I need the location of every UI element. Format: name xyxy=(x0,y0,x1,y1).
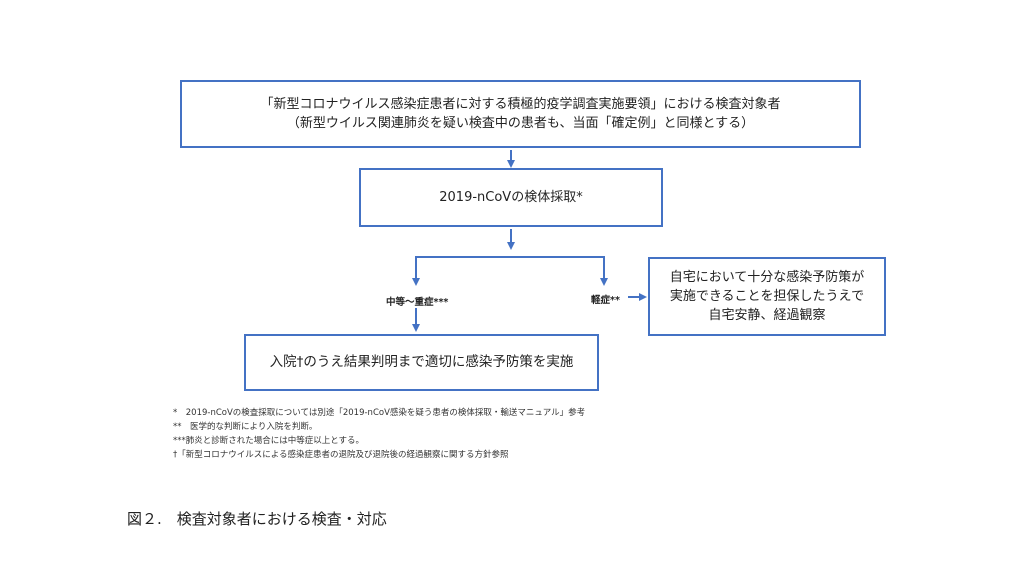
home-observation-line3: 自宅安静、経過観察 xyxy=(708,308,826,323)
home-observation-line2: 実施できることを担保したうえで xyxy=(669,289,865,304)
footnote-1: * 2019-nCoVの検査採取については別途「2019-nCoV感染を疑う患者… xyxy=(173,408,586,418)
home-observation-line1: 自宅において十分な感染予防策が xyxy=(669,270,865,285)
footnote-3: ***肺炎と診断された場合には中等症以上とする。 xyxy=(173,436,364,446)
testing-target-line2: （新型ウイルス関連肺炎を疑い検査中の患者も、当面「確定例」と同様とする） xyxy=(286,116,755,131)
footnotes: * 2019-nCoVの検査採取については別途「2019-nCoV感染を疑う患者… xyxy=(173,406,585,462)
testing-target-box: 「新型コロナウイルス感染症患者に対する積極的疫学調査実施要領」における検査対象者… xyxy=(180,80,861,148)
footnote-4: †「新型コロナウイルスによる感染症患者の退院及び退院後の経過観察に関する方針参照 xyxy=(173,450,509,460)
sample-collection-text: 2019-nCoVの検体採取* xyxy=(439,190,583,205)
home-observation-box: 自宅において十分な感染予防策が 実施できることを担保したうえで 自宅安静、経過観… xyxy=(648,257,886,336)
testing-target-line1: 「新型コロナウイルス感染症患者に対する積極的疫学調査実施要領」における検査対象者 xyxy=(260,97,781,112)
footnote-2: ** 医学的な判断により入院を判断。 xyxy=(173,422,318,432)
moderate-severe-label: 中等～重症*** xyxy=(386,297,449,308)
hospitalization-text: 入院†のうえ結果判明まで適切に感染予防策を実施 xyxy=(269,354,574,370)
figure-caption: 図２. 検査対象者における検査・対応 xyxy=(127,510,387,528)
hospitalization-box: 入院†のうえ結果判明まで適切に感染予防策を実施 xyxy=(244,334,599,391)
sample-collection-box: 2019-nCoVの検体採取* xyxy=(359,168,663,227)
mild-label: 軽症** xyxy=(591,295,620,306)
